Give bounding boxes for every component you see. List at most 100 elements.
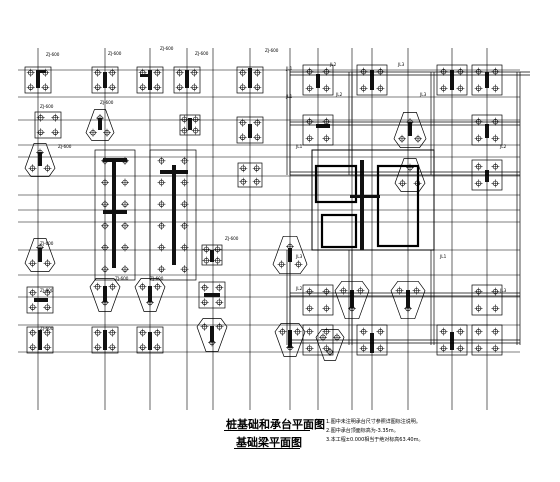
column bbox=[248, 68, 252, 88]
pile-cap-triangular bbox=[272, 235, 308, 275]
column bbox=[485, 170, 489, 182]
core-cap-outline bbox=[311, 149, 435, 251]
cap-tag: ZJ-600 bbox=[40, 288, 54, 293]
column bbox=[185, 70, 189, 88]
column bbox=[316, 124, 330, 128]
notes-label: 注: bbox=[316, 419, 323, 425]
column bbox=[210, 250, 214, 262]
pile-cap-square bbox=[302, 284, 334, 316]
pile-cap-triangular bbox=[85, 109, 115, 141]
pile-cap-triangular bbox=[24, 143, 56, 177]
column bbox=[148, 286, 152, 302]
pile-cap-square bbox=[201, 244, 223, 266]
column bbox=[485, 72, 489, 88]
pile-cap-square bbox=[237, 162, 263, 188]
note-1: 1.图中未注明承台尺寸参照详图标注说明。 bbox=[326, 419, 421, 425]
column bbox=[350, 195, 380, 198]
foundation-beam-plan bbox=[272, 64, 530, 361]
drawing-title-secondary: 基础梁平面图 bbox=[236, 436, 302, 449]
drawing-title-primary: 桩基础和承台平面图 bbox=[226, 418, 325, 431]
column bbox=[485, 124, 489, 138]
pile-cap-square bbox=[26, 286, 54, 314]
pile-cap-triangular bbox=[274, 323, 306, 357]
title-underline-1 bbox=[224, 430, 310, 431]
pile-cap-plan bbox=[24, 66, 264, 354]
cap-tag: ZJ-600 bbox=[40, 104, 54, 109]
pile-cap-square bbox=[91, 326, 119, 354]
beam-tag: JL2 bbox=[335, 92, 343, 97]
pile-cap-triangular bbox=[315, 329, 345, 361]
beam-tag: JL1 bbox=[285, 66, 293, 71]
column bbox=[36, 70, 40, 88]
pile-cap-square bbox=[198, 281, 226, 309]
core-wall bbox=[320, 213, 358, 249]
column bbox=[38, 152, 42, 166]
pile-cap-square bbox=[179, 114, 201, 136]
beam-tag: JL3 bbox=[397, 62, 405, 67]
cap-tag: ZJ-600 bbox=[58, 144, 72, 149]
pile-cap-square bbox=[302, 64, 334, 96]
column bbox=[103, 330, 107, 350]
pile-cap-triangular bbox=[334, 280, 370, 320]
column bbox=[316, 74, 320, 88]
column bbox=[370, 70, 374, 90]
pile-cap-square bbox=[471, 64, 503, 96]
column bbox=[38, 248, 42, 262]
pile-cap-square bbox=[471, 114, 503, 146]
column bbox=[103, 72, 107, 88]
column bbox=[360, 160, 364, 250]
pile-cap-rectangular bbox=[149, 149, 197, 281]
column bbox=[204, 293, 220, 297]
column bbox=[210, 326, 214, 342]
column bbox=[34, 298, 48, 302]
column bbox=[408, 122, 412, 136]
column bbox=[248, 124, 252, 138]
cap-tag: ZJ-600 bbox=[115, 276, 129, 281]
cap-tag: ZJ-600 bbox=[150, 276, 164, 281]
column bbox=[148, 70, 152, 90]
beam-tag: JL3 bbox=[499, 288, 507, 293]
beam-tag: JL2 bbox=[329, 62, 337, 67]
beam-tag: JL1 bbox=[285, 94, 293, 99]
beam-tag: JL1 bbox=[295, 144, 303, 149]
column bbox=[148, 332, 152, 350]
cap-tag: ZJ-600 bbox=[225, 236, 239, 241]
pile-cap-triangular bbox=[24, 238, 56, 272]
pile-cap-triangular bbox=[89, 278, 121, 312]
core-wall bbox=[376, 164, 420, 248]
axis-grid bbox=[18, 48, 520, 410]
column bbox=[406, 290, 410, 308]
beam-tag: JL2 bbox=[295, 286, 303, 291]
pile-cap-square bbox=[436, 64, 468, 96]
pile-cap-square bbox=[356, 64, 388, 96]
cap-tag: ZJ-600 bbox=[195, 51, 209, 56]
pile-cap-square bbox=[24, 66, 52, 94]
pile-cap-triangular bbox=[134, 278, 166, 312]
column bbox=[112, 158, 116, 268]
column bbox=[36, 70, 46, 73]
beam-tag: JL2 bbox=[499, 144, 507, 149]
pile-cap-triangular bbox=[390, 280, 426, 320]
pile-cap-square bbox=[302, 114, 334, 146]
column bbox=[98, 118, 102, 130]
pile-cap-square bbox=[236, 116, 264, 144]
pile-cap-square bbox=[136, 66, 164, 94]
column bbox=[188, 118, 192, 130]
column bbox=[450, 70, 454, 90]
beam-tag: JL3 bbox=[419, 92, 427, 97]
column bbox=[103, 286, 107, 302]
pile-cap-square bbox=[173, 66, 201, 94]
column bbox=[38, 330, 42, 350]
title-underline-2 bbox=[234, 448, 300, 449]
pile-cap-square bbox=[471, 284, 503, 316]
beam-tag: JL1 bbox=[439, 254, 447, 259]
note-3: 3.本工程±0.000相当于绝对标高63.40m。 bbox=[326, 437, 424, 443]
note-2: 2.图中承台顶面标高为-3.35m。 bbox=[326, 428, 399, 434]
general-notes: 注: 1.图中未注明承台尺寸参照详图标注说明。 2.图中承台顶面标高为-3.35… bbox=[316, 418, 423, 445]
pile-cap-square bbox=[34, 111, 62, 139]
beam-tag: JL3 bbox=[295, 254, 303, 259]
core-wall bbox=[314, 164, 358, 204]
pile-cap-triangular bbox=[393, 112, 427, 148]
